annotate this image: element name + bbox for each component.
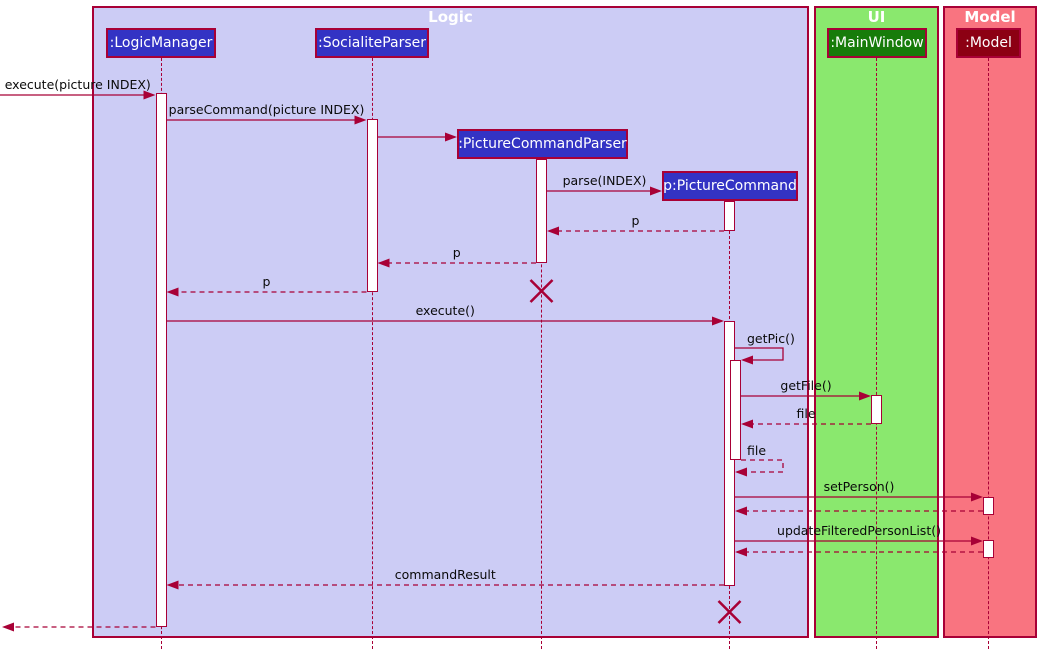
message-file-10-label: file <box>796 406 816 421</box>
message-getfile-9-label: getFile() <box>780 378 832 393</box>
message-setperson-12-label: setPerson() <box>823 479 895 494</box>
message-p-4-label: p <box>631 213 640 228</box>
message-updatefilteredpersonlist-14-label: updateFilteredPersonList() <box>777 523 941 538</box>
logicmanager-activation <box>155 93 167 627</box>
message-parseindex-3-label: parse(INDEX) <box>562 173 647 188</box>
picturecommand-activation-1 <box>724 201 735 231</box>
frame-title-model: Model <box>964 8 1016 26</box>
lifeline-socialiteparser <box>371 58 373 649</box>
participant-model: :Model <box>956 28 1021 58</box>
model-activation-1 <box>983 497 994 515</box>
message-commandresult-16-label: commandResult <box>394 567 496 582</box>
participant-logicmanager: :LogicManager <box>106 28 216 58</box>
picturecommand-nested-activation <box>729 360 741 460</box>
lifeline-picturecommandparser <box>541 159 542 649</box>
message-return-17-arrowhead <box>2 622 14 632</box>
message-execute-7-label: execute() <box>415 303 475 318</box>
message-getpic-8-label: getPic() <box>747 331 795 346</box>
message-p-6-label: p <box>262 274 271 289</box>
message-p-5-label: p <box>452 245 461 260</box>
frame-logic <box>92 6 809 638</box>
lifeline-model <box>988 58 989 649</box>
socialiteparser-activation <box>366 119 378 292</box>
picturecommandparser-activation <box>536 159 547 263</box>
model-activation-2 <box>983 540 994 558</box>
mainwindow-activation <box>871 395 882 424</box>
message-parsecommandpictureindex-1-label: parseCommand(picture INDEX) <box>168 102 365 117</box>
frame-title-ui: UI <box>867 8 886 26</box>
frame-title-logic: Logic <box>428 8 473 26</box>
participant-socialiteparser: :SocialiteParser <box>315 28 429 58</box>
frame-model <box>943 6 1037 638</box>
lifeline-mainwindow <box>876 58 877 649</box>
participant-picturecommand: p:PictureCommand <box>662 171 798 201</box>
participant-picturecommandparser: :PictureCommandParser <box>457 129 628 159</box>
message-file-11-label: file <box>747 443 767 458</box>
message-executepictureindex-0-label: execute(picture INDEX) <box>4 77 151 92</box>
participant-mainwindow: :MainWindow <box>827 28 927 58</box>
